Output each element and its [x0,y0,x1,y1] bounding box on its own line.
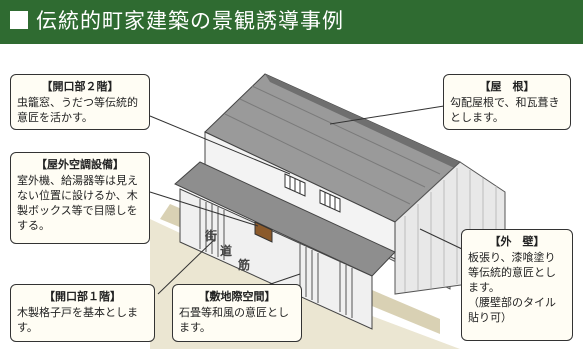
window-bars [289,176,336,210]
callout-heading: 【外 壁】 [489,235,545,248]
callout-heading: 【敷地際空間】 [198,290,276,303]
callout-body: 木製格子戸を基本とします。 [17,306,138,334]
callout-heading: 【開口部２階】 [41,80,119,93]
road-label-1: 街 [205,229,218,243]
page-title: 伝統的町家建築の景観誘導事例 [36,9,344,33]
callout-heading: 【屋外空調設備】 [36,158,124,171]
callout-body: 勾配屋根で、和瓦葺きとします。 [450,96,560,124]
callout-outdoor-aircon: 【屋外空調設備】 室外機、給湯器等は見えない位置に設けるか、木製ボックス等で目隠… [10,152,150,244]
callout-roof: 【屋 根】 勾配屋根で、和瓦葺きとします。 [443,74,571,130]
road-label-3: 筋 [238,258,251,272]
callout-heading: 【屋 根】 [479,80,535,93]
square-bullet-icon [10,11,28,29]
roof-tiles [224,85,441,205]
eave-roof [174,161,396,277]
callout-body: 板張り、漆喰塗り等伝統的意匠とします。 （腰壁部のタイル貼り可） [468,251,556,324]
second-floor-wall [204,131,396,260]
callout-exterior-wall: 【外 壁】 板張り、漆喰塗り等伝統的意匠とします。 （腰壁部のタイル貼り可） [461,229,573,341]
illustration-area: 【開口部２階】 虫籠窓、うだつ等伝統的意匠を活かす。 【屋 根】 勾配屋根で、和… [0,44,583,349]
townhouse-illustration [149,73,506,349]
first-floor-wall [179,188,373,330]
callout-body: 虫籠窓、うだつ等伝統的意匠を活かす。 [17,96,138,124]
callout-heading: 【開口部１階】 [44,290,121,303]
callout-opening-1f: 【開口部１階】 木製格子戸を基本とします。 [10,284,155,342]
leader-lines [149,105,463,295]
header-bar: 伝統的町家建築の景観誘導事例 [0,0,583,44]
roof-ridge [265,74,463,172]
callout-site-edge: 【敷地際空間】 石畳等和風の意匠とします。 [172,284,302,342]
road-label-2: 道 [220,244,233,258]
callout-opening-2f: 【開口部２階】 虫籠窓、うだつ等伝統的意匠を活かす。 [10,74,150,130]
lattice-doors [199,199,353,318]
wooden-box [254,221,273,243]
callout-body: 石畳等和風の意匠とします。 [179,306,289,334]
callout-body: 室外機、給湯器等は見えない位置に設けるか、木製ボックス等で目隠しをする。 [17,174,138,232]
